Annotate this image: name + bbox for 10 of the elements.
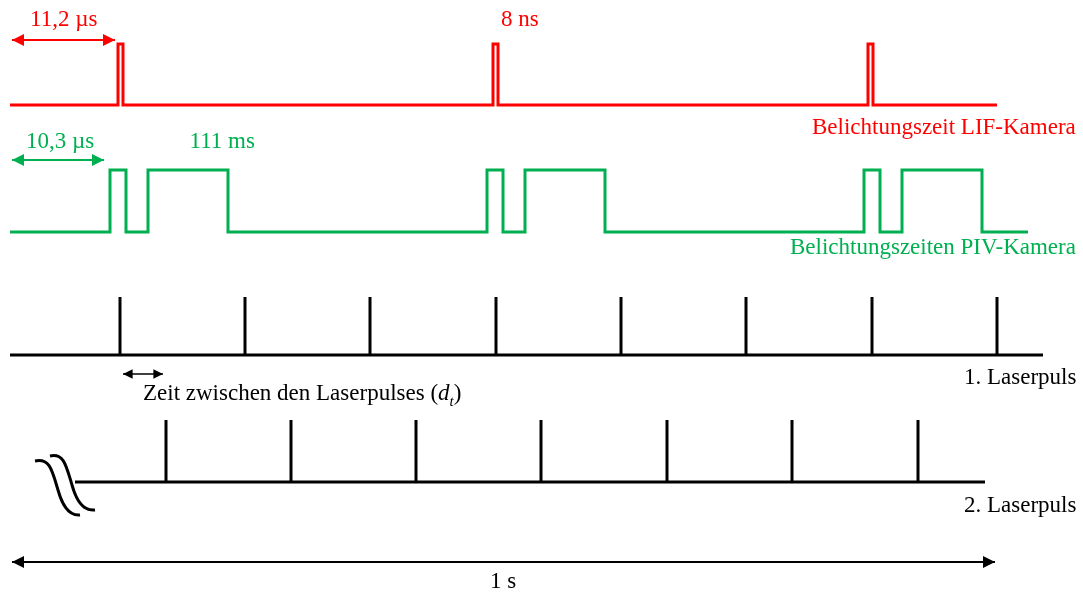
- annotation-text: Zeit zwischen den Laserpulses (d$_{t}$): [143, 380, 462, 410]
- dimension-label: 10,3 µs: [26, 128, 95, 154]
- dimension-label: 11,2 µs: [30, 6, 98, 32]
- signal-name: 1. Laserpuls: [964, 364, 1077, 390]
- dimension-label: 1 s: [490, 568, 517, 594]
- signal-name: 2. Laserpuls: [964, 492, 1077, 518]
- dimension-label: 8 ns: [501, 6, 539, 32]
- dimension-label: 111 ms: [189, 128, 255, 154]
- signal-name: Belichtungszeit LIF-Kamera: [812, 114, 1076, 140]
- signal-name: Belichtungszeiten PIV-Kamera: [790, 234, 1076, 260]
